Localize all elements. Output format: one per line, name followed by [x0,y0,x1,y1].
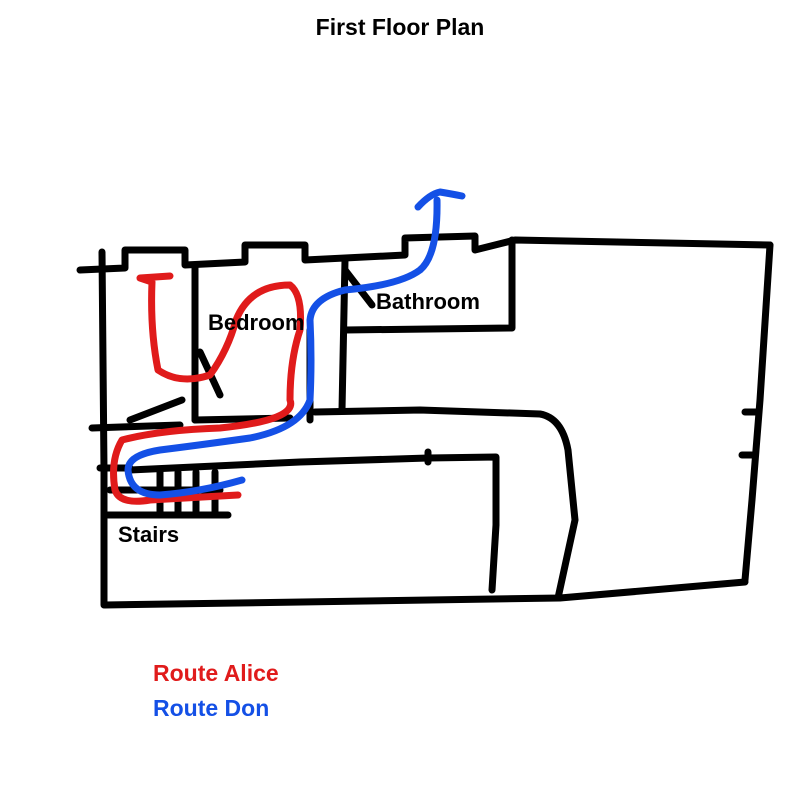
bathroom-walls [338,236,516,414]
legend-route-don: Route Don [153,695,270,721]
hall-lower-wall [126,453,500,594]
legend-route-alice: Route Alice [153,660,279,686]
page-title: First Floor Plan [315,14,485,40]
room-label-bathroom: Bathroom [376,289,480,314]
room-label-stairs: Stairs [118,522,180,547]
hall-upper-wall [311,406,579,602]
closet-door [126,396,186,424]
bottom-wall [101,578,749,609]
route-don-arrowhead [414,188,466,211]
right-wall-door-mark [738,408,762,459]
room-label-bedroom: Bedroom [208,310,305,335]
right-wall [741,241,774,584]
route-alice-path [110,272,304,505]
route-don-path [124,196,441,499]
top-wall [76,232,774,274]
